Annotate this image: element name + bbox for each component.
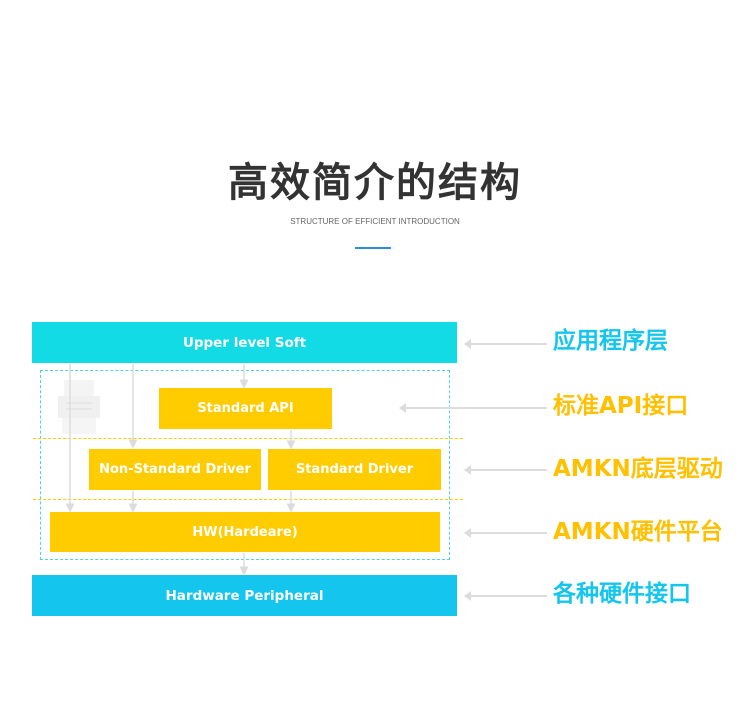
- pointer-arrow-icon: [464, 528, 547, 538]
- label-standard-api-interface: 标准API接口: [553, 393, 689, 419]
- label-amkn-hardware-platform: AMKN硬件平台: [553, 519, 723, 545]
- page-title: 高效简介的结构: [228, 160, 522, 206]
- pointer-arrow-icon: [464, 591, 547, 601]
- label-hardware-interfaces: 各种硬件接口: [553, 581, 691, 607]
- hw-block: HW(Hardeare): [50, 512, 440, 552]
- pointer-arrow-icon: [399, 403, 547, 413]
- non-standard-driver-block: Non-Standard Driver: [89, 449, 261, 490]
- pointer-arrow-icon: [464, 339, 547, 349]
- standard-api-block: Standard API: [159, 388, 332, 429]
- page-subtitle: STRUCTURE OF EFFICIENT INTRODUCTION: [290, 217, 460, 226]
- layer-separator-2: [33, 499, 463, 500]
- title-underline: [355, 247, 391, 249]
- label-amkn-low-level-driver: AMKN底层驱动: [553, 456, 723, 482]
- label-application-layer: 应用程序层: [553, 328, 668, 354]
- upper-level-soft-block: Upper level Soft: [32, 322, 457, 363]
- driver-layer-frame: [40, 370, 450, 560]
- layer-separator-1: [33, 438, 463, 439]
- pointer-arrow-icon: [464, 465, 547, 475]
- hardware-peripheral-block: Hardware Peripheral: [32, 575, 457, 616]
- standard-driver-block: Standard Driver: [268, 449, 441, 490]
